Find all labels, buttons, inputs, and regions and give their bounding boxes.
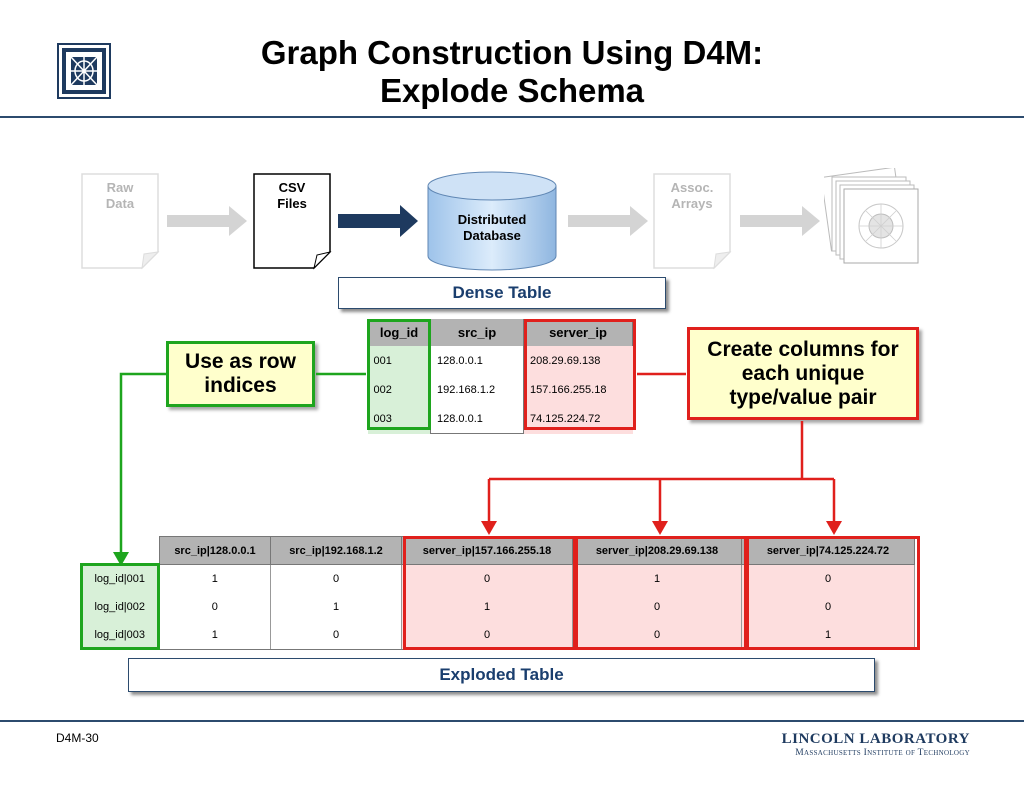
dense-table-header-row: log_id src_ip server_ip: [367, 319, 633, 346]
exploded-row-header: log_id|002: [80, 593, 160, 621]
csv-document-icon: [253, 173, 332, 270]
dense-cell-src-ip: 128.0.0.1: [430, 404, 524, 434]
exploded-cell: 0: [401, 621, 573, 650]
exploded-header-corner: [80, 537, 160, 565]
dense-cell-src-ip: 128.0.0.1: [430, 346, 524, 375]
exploded-cell: 1: [159, 564, 271, 593]
database-icon: [427, 171, 557, 271]
page-title: Graph Construction Using D4M: Explode Sc…: [190, 34, 834, 110]
dense-table-caption: Dense Table: [338, 277, 666, 309]
table-row: log_id|003 1 0 0 0 1: [80, 621, 915, 650]
assoc-arrays-document-icon: [653, 173, 732, 270]
assoc-arrays-label: Assoc. Arrays: [670, 180, 714, 211]
dense-cell-log-id: 002: [367, 375, 431, 404]
red-arrowhead: [652, 521, 668, 535]
arrow-right-icon: [568, 206, 648, 236]
exploded-cell: 1: [741, 621, 915, 650]
csv-files-label: CSV Files: [277, 180, 307, 211]
dense-cell-server-ip: 157.166.255.18: [523, 375, 633, 404]
exploded-table-caption: Exploded Table: [128, 658, 875, 692]
create-columns-callout: Create columns for each unique type/valu…: [687, 327, 919, 420]
dense-header-src-ip: src_ip: [430, 319, 524, 346]
exploded-cell: 1: [159, 621, 271, 650]
exploded-cell: 0: [572, 593, 742, 621]
arrow-right-icon: [740, 206, 820, 236]
exploded-cell: 0: [401, 564, 573, 593]
database-label: Distributed Database: [457, 212, 527, 243]
dense-cell-server-ip: 208.29.69.138: [523, 346, 633, 375]
exploded-header-col: server_ip|157.166.255.18: [401, 536, 573, 565]
mit-ll-logo-icon: [57, 43, 111, 99]
exploded-cell: 0: [159, 593, 271, 621]
table-row: log_id|001 1 0 0 1 0: [80, 564, 915, 593]
table-row: 002 192.168.1.2 157.166.255.18: [367, 375, 633, 404]
exploded-header-col: server_ip|74.125.224.72: [741, 536, 915, 565]
exploded-table-header-row: src_ip|128.0.0.1 src_ip|192.168.1.2 serv…: [80, 536, 915, 565]
lab-subtitle: Massachusetts Institute of Technology: [795, 748, 970, 758]
exploded-header-col: src_ip|128.0.0.1: [159, 536, 271, 565]
green-arrowhead: [113, 552, 129, 566]
exploded-header-col: src_ip|192.168.1.2: [270, 536, 402, 565]
dense-cell-log-id: 001: [367, 346, 431, 375]
slide-number: D4M-30: [56, 731, 99, 745]
row-indices-callout: Use as row indices: [166, 341, 315, 407]
exploded-cell: 0: [270, 564, 402, 593]
arrow-right-icon: [338, 205, 418, 237]
dense-cell-src-ip: 192.168.1.2: [430, 375, 524, 404]
green-connector: [119, 372, 366, 554]
exploded-cell: 1: [401, 593, 573, 621]
table-row: 001 128.0.0.1 208.29.69.138: [367, 346, 633, 375]
graph-stack-icon: [824, 168, 919, 264]
red-arrowhead: [826, 521, 842, 535]
exploded-cell: 0: [572, 621, 742, 650]
exploded-table: src_ip|128.0.0.1 src_ip|192.168.1.2 serv…: [80, 536, 915, 650]
exploded-cell: 0: [270, 621, 402, 650]
dense-header-log-id: log_id: [367, 319, 431, 346]
dense-header-server-ip: server_ip: [523, 319, 633, 346]
raw-data-label: Raw Data: [105, 180, 135, 211]
title-divider: [0, 116, 1024, 118]
exploded-header-col: server_ip|208.29.69.138: [572, 536, 742, 565]
red-arrowhead: [481, 521, 497, 535]
red-connector-fork: [487, 421, 836, 522]
lab-name: LINCOLN LABORATORY: [781, 731, 970, 747]
exploded-cell: 1: [572, 564, 742, 593]
table-row: log_id|002 0 1 1 0 0: [80, 593, 915, 621]
exploded-cell: 0: [741, 564, 915, 593]
exploded-cell: 0: [741, 593, 915, 621]
title-line-1: Graph Construction Using D4M:: [260, 34, 764, 71]
footer-divider: [0, 720, 1024, 722]
title-line-2: Explode Schema: [379, 72, 645, 109]
exploded-row-header: log_id|003: [80, 621, 160, 650]
arrow-right-icon: [167, 206, 247, 236]
exploded-cell: 1: [270, 593, 402, 621]
exploded-row-header: log_id|001: [80, 564, 160, 593]
raw-data-document-icon: [81, 173, 160, 270]
